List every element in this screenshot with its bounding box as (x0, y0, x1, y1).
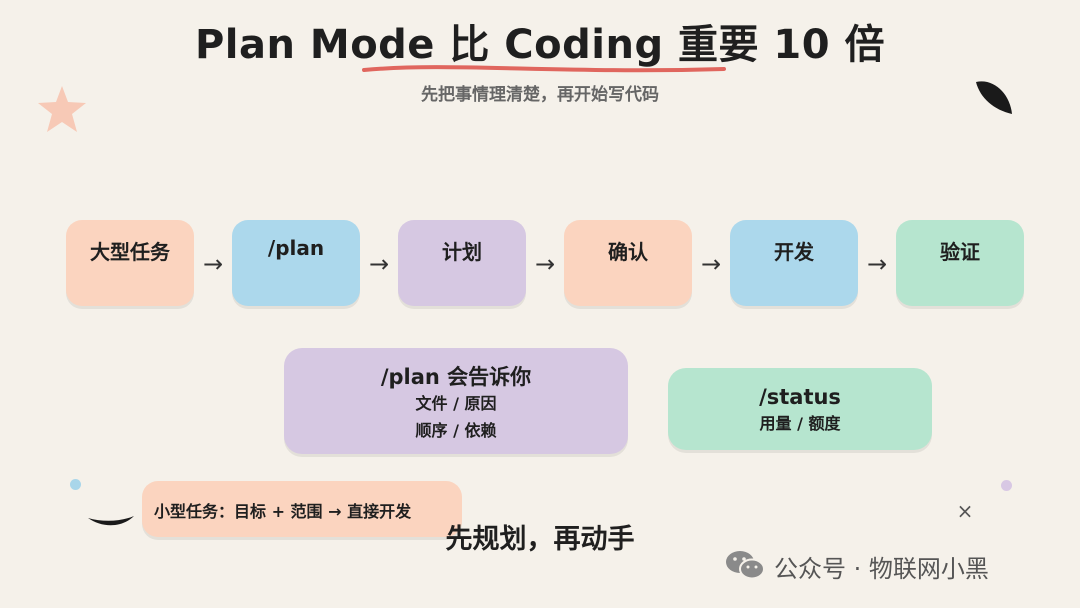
wechat-icon (726, 551, 765, 580)
status-info-card: /status 用量 / 额度 (668, 368, 932, 450)
plan-card-line: 文件 / 原因 (415, 394, 497, 413)
watermark: 公众号 · 物联网小黑 (774, 555, 989, 583)
title-underline (362, 65, 726, 73)
page-title: Plan Mode 比 Coding 重要 10 倍 (194, 22, 886, 68)
flow-arrow: → (368, 250, 390, 278)
close-icon[interactable]: × (956, 499, 974, 523)
flow-arrow: → (700, 250, 722, 278)
decor-dot (70, 479, 81, 490)
page-subtitle: 先把事情理清楚，再开始写代码 (421, 85, 659, 105)
plan-info-card: /plan 会告诉你 文件 / 原因 顺序 / 依赖 (284, 348, 628, 454)
decor-dot (1001, 480, 1012, 491)
plan-card-title: /plan 会告诉你 (380, 365, 532, 389)
status-card-line: 用量 / 额度 (759, 414, 841, 433)
flow-arrow: → (866, 250, 888, 278)
leaf-icon (88, 516, 134, 526)
flow-arrow: → (202, 250, 224, 278)
flow-step-develop: 开发 (730, 220, 858, 306)
flow-step-plan-command: /plan (232, 220, 360, 306)
small-task-card: 小型任务：目标 + 范围 → 直接开发 (142, 481, 462, 537)
plan-card-line: 顺序 / 依赖 (415, 421, 497, 440)
status-card-title: /status (759, 385, 841, 409)
star-icon (38, 86, 86, 132)
flow-arrow: → (534, 250, 556, 278)
flow-step-large-task: 大型任务 (66, 220, 194, 306)
flow-step-verify: 验证 (896, 220, 1024, 306)
leaf-icon (976, 81, 1012, 114)
flow-step-confirm: 确认 (564, 220, 692, 306)
slogan: 先规划，再动手 (445, 524, 635, 555)
flow-step-plan: 计划 (398, 220, 526, 306)
